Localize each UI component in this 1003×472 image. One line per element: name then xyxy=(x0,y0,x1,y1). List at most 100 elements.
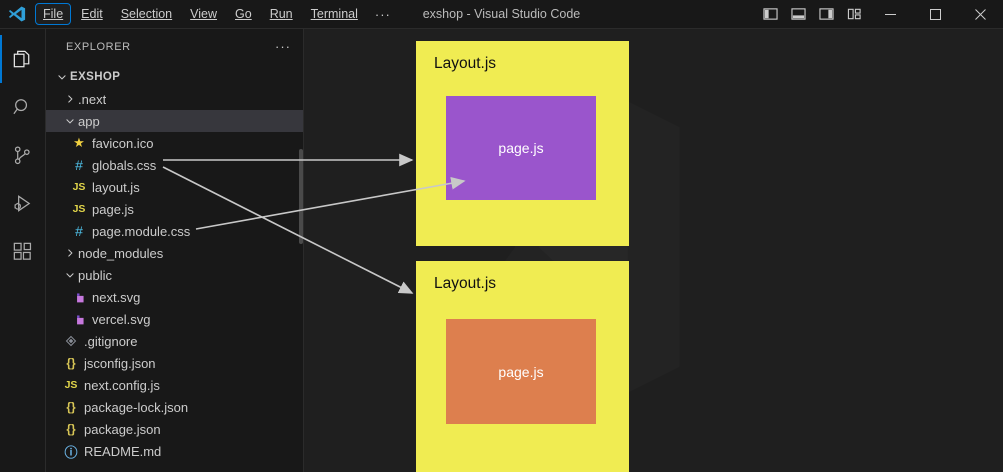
json-file-icon: {} xyxy=(66,400,76,414)
tree-item-next-svg[interactable]: next.svg xyxy=(46,286,303,308)
tree-item-readme-md[interactable]: ⓘ README.md xyxy=(46,440,303,462)
title-bar: File Edit Selection View Go Run Terminal… xyxy=(0,0,1003,29)
tree-item-label: next.svg xyxy=(92,289,141,305)
tree-item-label: app xyxy=(78,113,100,129)
menu-item-file-label: File xyxy=(43,7,64,21)
page-box-purple[interactable]: page.js xyxy=(446,96,596,200)
tree-item-label: README.md xyxy=(84,443,162,459)
tree-item-label: .next xyxy=(78,91,107,107)
tree-item-label: EXSHOP xyxy=(70,71,121,83)
json-file-icon: {} xyxy=(66,356,76,370)
tree-item-vercel-svg[interactable]: vercel.svg xyxy=(46,308,303,330)
tree-item-globals-css[interactable]: # globals.css xyxy=(46,154,303,176)
menu-item-terminal-label: Terminal xyxy=(310,7,358,21)
tree-item-label: jsconfig.json xyxy=(84,355,156,371)
menu-item-run[interactable]: Run xyxy=(262,3,301,25)
explorer-more-actions-icon[interactable]: ··· xyxy=(275,39,291,54)
chevron-down-icon[interactable] xyxy=(54,71,70,83)
tree-item--next[interactable]: .next xyxy=(46,88,303,110)
sidebar-scrollbar[interactable] xyxy=(299,149,303,244)
chevron-right-icon[interactable] xyxy=(62,247,78,259)
json-file-icon: {} xyxy=(66,422,76,436)
tree-item-label: package-lock.json xyxy=(84,399,189,415)
js-file-icon: JS xyxy=(72,203,86,215)
explorer-icon[interactable] xyxy=(0,35,45,83)
chevron-right-icon[interactable] xyxy=(62,93,78,105)
tree-item-jsconfig-json[interactable]: {} jsconfig.json xyxy=(46,352,303,374)
tree-item-label: globals.css xyxy=(92,157,157,173)
explorer-sidebar: EXPLORER ··· EXSHOP .next app ★ favicon.ico #… xyxy=(46,29,304,472)
git-file-icon xyxy=(62,335,80,347)
layout-box-top-label: Layout.js xyxy=(434,55,497,72)
tree-item--gitignore[interactable]: .gitignore xyxy=(46,330,303,352)
js-file-icon: JS xyxy=(72,181,86,193)
tree-item-node-modules[interactable]: node_modules xyxy=(46,242,303,264)
extensions-icon[interactable] xyxy=(0,227,45,275)
menu-item-run-label: Run xyxy=(269,7,293,21)
workbench-body: EXPLORER ··· EXSHOP .next app ★ favicon.ico #… xyxy=(0,29,1003,472)
tree-item-label: page.js xyxy=(92,201,134,217)
tree-item-label: vercel.svg xyxy=(92,311,151,327)
chevron-down-icon[interactable] xyxy=(62,269,78,281)
menu-item-file[interactable]: File xyxy=(35,3,72,25)
md-file-icon: ⓘ xyxy=(64,444,78,460)
tree-item-label: public xyxy=(78,267,112,283)
menu-overflow-icon[interactable]: ··· xyxy=(374,6,391,22)
tree-item-public[interactable]: public xyxy=(46,264,303,286)
menu-item-edit[interactable]: Edit xyxy=(73,3,111,25)
menu-item-selection[interactable]: Selection xyxy=(113,3,180,25)
tree-item-label: .gitignore xyxy=(84,333,138,349)
menu-item-go-label: Go xyxy=(235,7,252,21)
menu-item-edit-label: Edit xyxy=(81,7,103,21)
svg-file-icon xyxy=(70,291,88,304)
titlebar-right-controls xyxy=(756,0,1003,28)
js-file-icon: JS xyxy=(64,379,78,391)
hash-file-icon: # xyxy=(75,157,83,173)
tree-item-label: next.config.js xyxy=(84,377,160,393)
svg-file-icon xyxy=(70,313,88,326)
customize-layout-icon[interactable] xyxy=(840,0,868,28)
star-file-icon: ★ xyxy=(73,135,85,150)
search-icon[interactable] xyxy=(0,83,45,131)
page-box-orange[interactable]: page.js xyxy=(446,319,596,424)
explorer-title: EXPLORER xyxy=(66,40,131,53)
minimize-button[interactable] xyxy=(868,0,913,28)
menu-item-view-label: View xyxy=(190,7,218,21)
tree-item-next-config-js[interactable]: JS next.config.js xyxy=(46,374,303,396)
tree-item-label: node_modules xyxy=(78,245,164,261)
layout-box-bottom[interactable]: Layout.js page.js xyxy=(416,261,629,472)
maximize-button[interactable] xyxy=(913,0,958,28)
menu-bar: File Edit Selection View Go Run Terminal… xyxy=(34,0,399,28)
chevron-down-icon[interactable] xyxy=(62,115,78,127)
tree-item-layout-js[interactable]: JS layout.js xyxy=(46,176,303,198)
tree-item-favicon-ico[interactable]: ★ favicon.ico xyxy=(46,132,303,154)
menu-item-selection-label: Selection xyxy=(120,7,173,21)
page-box-orange-label: page.js xyxy=(498,363,544,380)
tree-item-exshop[interactable]: EXSHOP xyxy=(46,66,303,88)
tree-item-package-lock-json[interactable]: {} package-lock.json xyxy=(46,396,303,418)
source-control-icon[interactable] xyxy=(0,131,45,179)
editor-area: Layout.js page.js Layout.js page.js xyxy=(304,29,1003,472)
tree-item-label: package.json xyxy=(84,421,161,437)
menu-item-view[interactable]: View xyxy=(182,3,225,25)
vscode-logo-icon xyxy=(0,5,34,23)
tree-item-app[interactable]: app xyxy=(46,110,303,132)
toggle-secondary-sidebar-icon[interactable] xyxy=(812,0,840,28)
toggle-primary-sidebar-icon[interactable] xyxy=(756,0,784,28)
tree-item-package-json[interactable]: {} package.json xyxy=(46,418,303,440)
toggle-panel-icon[interactable] xyxy=(784,0,812,28)
tree-item-page-module-css[interactable]: # page.module.css xyxy=(46,220,303,242)
tree-item-label: page.module.css xyxy=(92,223,191,239)
tree-item-label: layout.js xyxy=(92,179,140,195)
explorer-header: EXPLORER ··· xyxy=(46,29,303,64)
layout-box-top[interactable]: Layout.js page.js xyxy=(416,41,629,246)
activity-bar xyxy=(0,29,46,472)
close-button[interactable] xyxy=(958,0,1003,28)
menu-item-go[interactable]: Go xyxy=(227,3,260,25)
tree-item-label: favicon.ico xyxy=(92,135,154,151)
menu-item-terminal[interactable]: Terminal xyxy=(303,3,366,25)
hash-file-icon: # xyxy=(75,223,83,239)
run-and-debug-icon[interactable] xyxy=(0,179,45,227)
tree-item-page-js[interactable]: JS page.js xyxy=(46,198,303,220)
